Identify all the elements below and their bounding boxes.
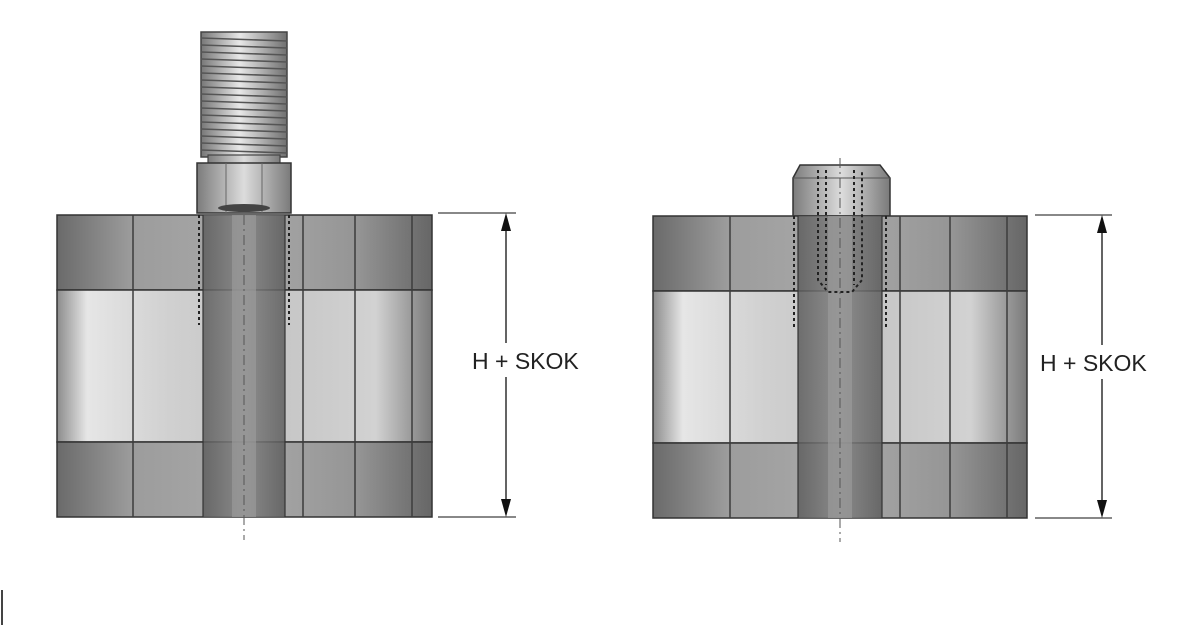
thread-crest xyxy=(200,142,288,147)
thread-crest xyxy=(200,121,288,126)
right-dimension-label: H + SKOK xyxy=(1040,350,1147,376)
rod-collar xyxy=(196,154,292,214)
thread-crest xyxy=(200,107,288,112)
thread-crest xyxy=(200,65,288,70)
thread-crest xyxy=(200,128,288,133)
thread-crest xyxy=(200,58,288,63)
external-thread-rod-end xyxy=(200,31,288,158)
thread-crest xyxy=(200,135,288,140)
thread-crest xyxy=(200,149,288,154)
right-dimension: H + SKOK xyxy=(1035,214,1162,519)
internal-thread-rod-end xyxy=(792,164,891,217)
thread-crest xyxy=(200,37,288,42)
thread-crest xyxy=(200,100,288,105)
left-dimension-label: H + SKOK xyxy=(472,348,579,374)
thread-crest xyxy=(200,93,288,98)
thread-crest xyxy=(200,44,288,49)
right-cylinder-variant: H + SKOK xyxy=(652,158,1162,542)
thread-crest xyxy=(200,79,288,84)
left-cylinder-body xyxy=(56,214,433,540)
thread-crest xyxy=(200,51,288,56)
right-cylinder-body xyxy=(652,158,1028,542)
left-cylinder-variant: H + SKOK xyxy=(56,31,594,540)
left-dimension: H + SKOK xyxy=(438,212,594,518)
thread-crest xyxy=(200,72,288,77)
thread-crest xyxy=(200,86,288,91)
thread-crest xyxy=(200,114,288,119)
